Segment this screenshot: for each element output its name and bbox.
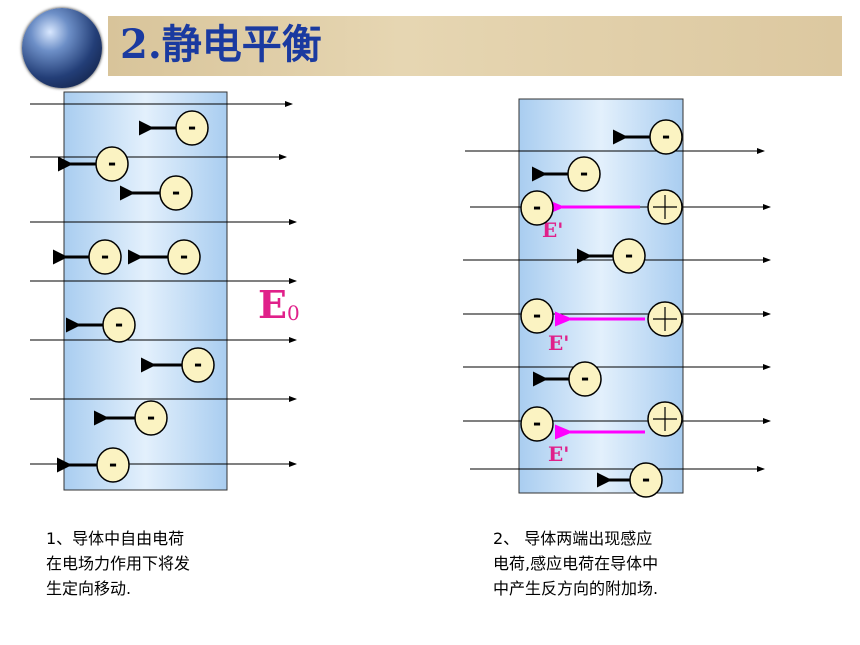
electron-sign: - (580, 161, 588, 185)
electron: - (139, 110, 209, 146)
electron: - (597, 462, 663, 498)
field-lines-right (463, 148, 771, 472)
electron-sign: - (101, 244, 109, 268)
electron: - (128, 239, 201, 275)
electron-sign: - (180, 244, 188, 268)
electron-sign: - (662, 124, 670, 148)
electron-sign: - (533, 303, 541, 327)
globe-icon (22, 8, 102, 88)
electron: - (613, 119, 683, 155)
induced-label-2: E' (548, 331, 569, 355)
caption-left-line-1: 1、导体中自由电荷 (46, 529, 185, 548)
electron: - (66, 307, 136, 343)
electron-circle (88, 239, 122, 275)
electron-circle (175, 110, 209, 146)
electron-sign: - (188, 115, 196, 139)
electron-circle (181, 347, 215, 383)
electron: - (58, 146, 129, 182)
electrons: - - - - - - - - - - - - - - - - - (53, 110, 683, 498)
electron-sign: - (108, 151, 116, 175)
electron: - (533, 361, 602, 397)
page-title: 2.静电平衡 (120, 21, 322, 68)
electron-circle (567, 156, 601, 192)
caption-right-line-1: 2、 导体两端出现感应 (493, 529, 653, 548)
electron-sign: - (147, 405, 155, 429)
electron-circle (159, 175, 193, 211)
field-lines-left (30, 101, 297, 467)
electron-sign: - (533, 411, 541, 435)
electron-circle (649, 119, 683, 155)
induced-label-3: E' (548, 442, 569, 466)
electron-sign: - (533, 195, 541, 219)
electron-sign: - (625, 243, 633, 267)
induced-label-1: E' (542, 218, 563, 242)
positive-charge (647, 189, 683, 225)
electron-circle (568, 361, 602, 397)
electron-circle (629, 462, 663, 498)
electron: - (120, 175, 193, 211)
electron-circle (167, 239, 201, 275)
electron-sign: - (109, 452, 117, 476)
positive-charges (647, 189, 683, 437)
electron-circle (134, 400, 168, 436)
caption-right-line-2: 电荷,感应电荷在导体中 (493, 554, 659, 573)
electron-circle (96, 447, 130, 483)
electron-sign: - (172, 180, 180, 204)
electron-sign: - (581, 366, 589, 390)
caption-left: 1、导体中自由电荷 在电场力作用下将发 生定向移动. (46, 526, 190, 601)
caption-right-line-3: 中产生反方向的附加场. (493, 579, 659, 598)
electron: - (141, 347, 215, 383)
electron: - (577, 238, 646, 274)
electron: - (53, 239, 122, 275)
electron: - (520, 190, 554, 226)
electron-circle (102, 307, 136, 343)
caption-right: 2、 导体两端出现感应 电荷,感应电荷在导体中 中产生反方向的附加场. (493, 526, 658, 601)
electron-sign: - (194, 352, 202, 376)
electron: - (57, 447, 130, 483)
electron: - (532, 156, 601, 192)
electron-sign: - (115, 312, 123, 336)
electron: - (520, 406, 554, 442)
caption-left-line-3: 生定向移动. (46, 579, 132, 598)
electron-circle (95, 146, 129, 182)
electron: - (94, 400, 168, 436)
electron-circle (520, 190, 554, 226)
positive-charge (647, 401, 683, 437)
caption-left-line-2: 在电场力作用下将发 (46, 554, 191, 573)
electron-circle (520, 298, 554, 334)
positive-charge (647, 301, 683, 337)
electron-circle (612, 238, 646, 274)
electron-sign: - (642, 467, 650, 491)
title-banner (108, 16, 842, 76)
electron: - (520, 298, 554, 334)
induced-field-arrows (547, 199, 645, 440)
electron-circle (520, 406, 554, 442)
field-label-e0: E0 (258, 282, 300, 327)
